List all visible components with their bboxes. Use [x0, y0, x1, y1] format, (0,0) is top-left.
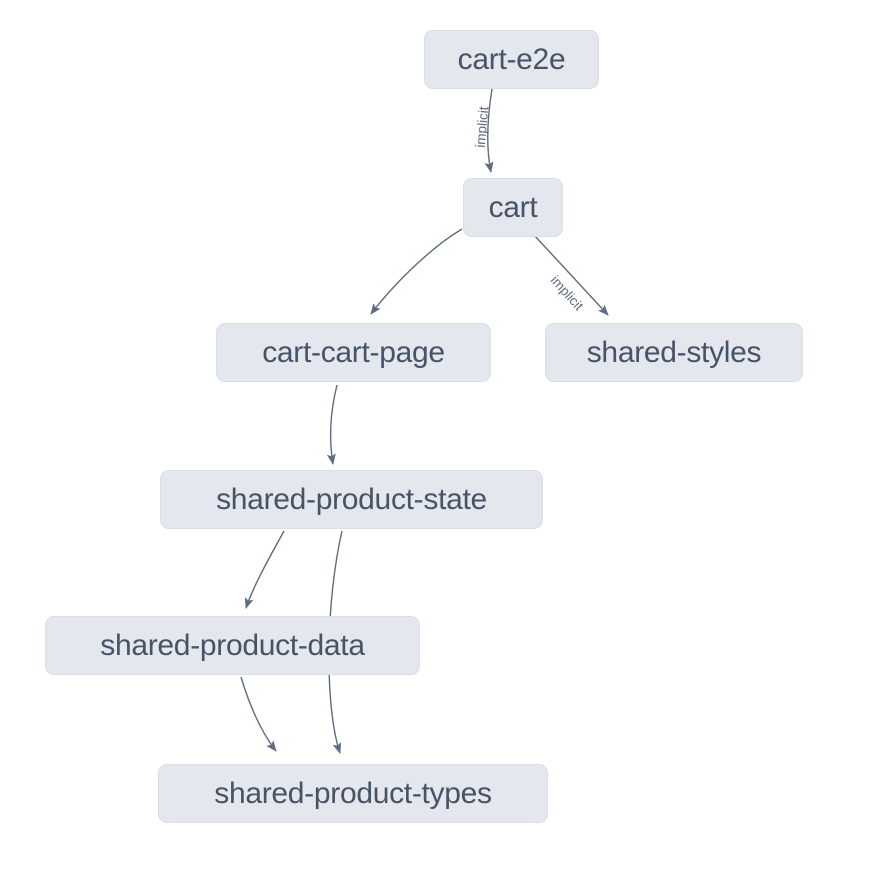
- graph-node-shared-styles[interactable]: shared-styles: [545, 323, 803, 382]
- edge-cart-cart-page-to-shared-product-state[interactable]: [326, 384, 338, 465]
- edge-shared-product-state-to-shared-product-data[interactable]: [244, 530, 285, 609]
- graph-node-cart[interactable]: cart: [463, 178, 563, 237]
- graph-node-cart-e2e[interactable]: cart-e2e: [424, 30, 599, 89]
- edge-shared-product-data-to-shared-product-types[interactable]: [240, 676, 277, 752]
- graph-node-shared-product-state[interactable]: shared-product-state: [160, 470, 543, 529]
- edge-cart-e2e-to-cart[interactable]: [484, 88, 494, 173]
- graph-node-shared-product-data[interactable]: shared-product-data: [45, 616, 420, 675]
- edge-cart-to-cart-cart-page[interactable]: [370, 228, 463, 315]
- graph-node-cart-cart-page[interactable]: cart-cart-page: [216, 323, 491, 382]
- graph-node-shared-product-types[interactable]: shared-product-types: [158, 764, 548, 823]
- edge-cart-to-shared-styles[interactable]: [533, 234, 609, 316]
